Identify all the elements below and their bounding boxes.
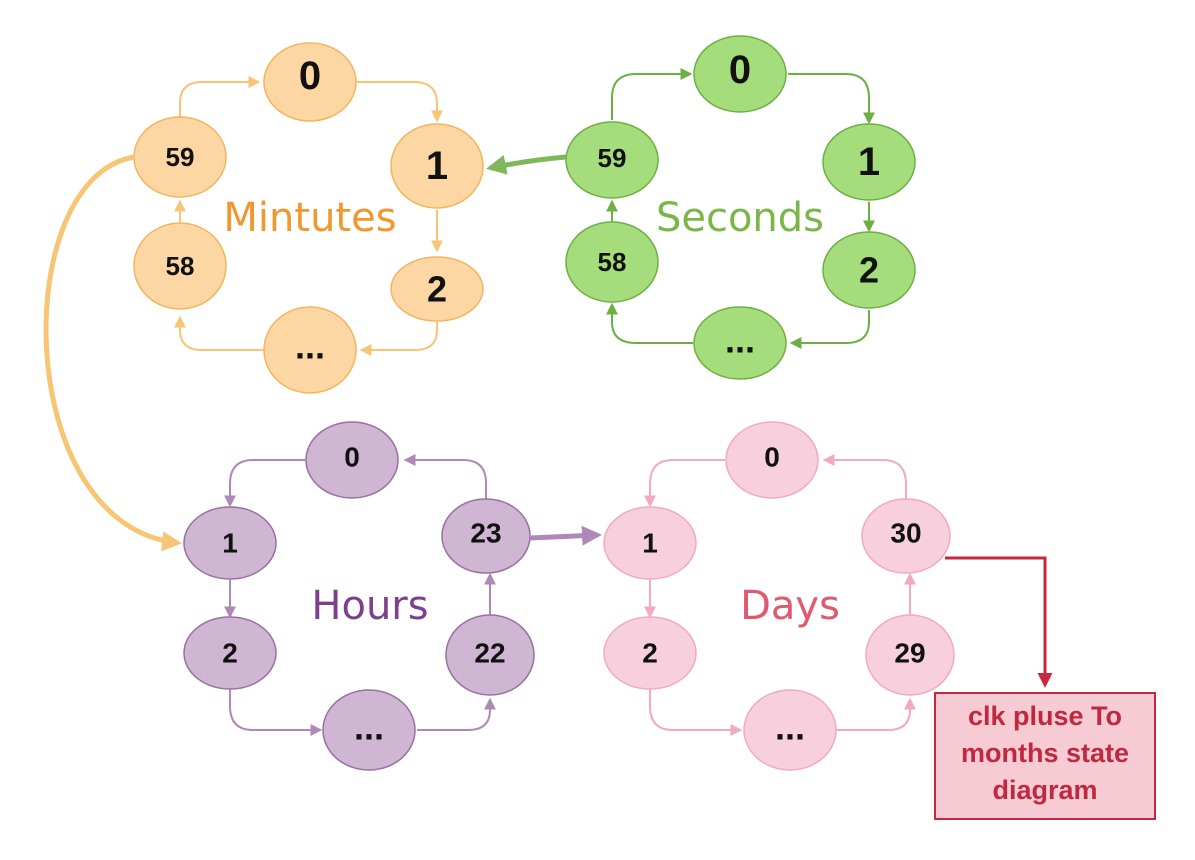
minutes-edge-0-1: [357, 81, 443, 123]
hours-edge-0-1: [224, 459, 305, 508]
hours-edge-23-0: [403, 454, 487, 499]
svg-text:...: ...: [354, 707, 384, 748]
svg-text:0: 0: [764, 442, 780, 473]
minutes-state-59: 59: [133, 116, 227, 198]
hours-state-0: 0: [305, 421, 399, 499]
svg-text:0: 0: [344, 442, 360, 473]
note-line-3: diagram: [992, 775, 1097, 805]
days-edge-2-dots: [649, 688, 743, 736]
svg-text:1: 1: [858, 140, 880, 184]
svg-text:1: 1: [222, 528, 238, 559]
hours-title: Hours: [311, 583, 428, 629]
days-edge-30-0: [822, 454, 907, 500]
minutes-title: Mintutes: [223, 195, 396, 241]
svg-text:1: 1: [642, 528, 658, 559]
days-title: Days: [740, 583, 840, 629]
months-note-box: clk pluse To months state diagram: [934, 692, 1156, 820]
hours-state-23: 23: [441, 498, 531, 574]
seconds-to-minutes-arrow: [486, 154, 567, 175]
seconds-edge-0-1: [788, 73, 875, 125]
svg-text:22: 22: [474, 638, 505, 669]
svg-text:2: 2: [222, 638, 238, 669]
svg-text:2: 2: [859, 250, 879, 291]
svg-text:2: 2: [642, 638, 658, 669]
minutes-state-2: 2: [390, 256, 484, 322]
svg-text:23: 23: [470, 518, 501, 549]
minutes-state-1: 1: [390, 123, 484, 209]
seconds-state-59: 59: [565, 121, 659, 199]
svg-text:0: 0: [729, 48, 751, 92]
seconds-group: 0 1 2 ... 58 59 Seconds: [565, 35, 916, 380]
days-edge-dots-29: [836, 697, 916, 731]
minutes-edge-2-dots: [359, 322, 438, 356]
seconds-edge-2-dots: [789, 310, 870, 349]
seconds-state-58: 58: [565, 221, 659, 303]
cross-transitions: [43, 154, 1053, 688]
days-state-0: 0: [725, 421, 819, 499]
note-line-1: clk pluse To: [968, 701, 1122, 731]
seconds-state-0: 0: [693, 35, 787, 113]
hours-group: 0 1 2 ... 22 23 Hours: [183, 421, 535, 771]
svg-text:58: 58: [166, 251, 195, 281]
seconds-edges: [606, 68, 875, 349]
svg-text:58: 58: [598, 247, 627, 277]
svg-text:0: 0: [299, 54, 321, 98]
minutes-edge-dots-58: [174, 315, 264, 351]
note-line-2: months state: [961, 738, 1129, 768]
days-state-2: 2: [603, 616, 697, 690]
hours-state-dots: ...: [322, 689, 416, 771]
svg-text:...: ...: [295, 326, 325, 367]
days-state-dots: ...: [743, 689, 837, 771]
minutes-to-hours-arrow: [43, 154, 182, 552]
hours-state-1: 1: [183, 506, 277, 580]
days-group: 0 1 2 ... 29 30 Days: [603, 421, 955, 771]
hours-state-2: 2: [183, 616, 277, 690]
hours-edge-2-dots: [229, 688, 323, 736]
seconds-edge-59-0: [611, 68, 693, 120]
svg-text:59: 59: [598, 143, 627, 173]
minutes-edge-59-0: [179, 76, 261, 125]
svg-text:30: 30: [890, 518, 921, 549]
days-state-29: 29: [865, 614, 955, 696]
svg-text:...: ...: [775, 707, 805, 748]
days-state-1: 1: [603, 506, 697, 580]
seconds-state-2: 2: [822, 231, 916, 309]
svg-text:2: 2: [427, 269, 447, 310]
svg-text:29: 29: [894, 638, 925, 669]
days-to-months-arrow: [945, 556, 1053, 688]
hours-state-22: 22: [445, 614, 535, 696]
days-state-30: 30: [861, 498, 951, 574]
seconds-state-dots: ...: [693, 306, 787, 380]
minutes-state-0: 0: [263, 42, 357, 122]
svg-text:...: ...: [725, 320, 755, 361]
minutes-state-dots: ...: [263, 306, 357, 394]
seconds-state-1: 1: [822, 123, 916, 201]
svg-text:1: 1: [426, 144, 448, 188]
seconds-title: Seconds: [656, 195, 824, 241]
minutes-group: 0 1 2 ... 58 59 Mintutes: [133, 42, 484, 394]
days-edges: [644, 454, 916, 736]
minutes-edges: [174, 76, 443, 356]
minutes-state-58: 58: [133, 222, 227, 310]
svg-text:59: 59: [166, 142, 195, 172]
seconds-edge-dots-58: [606, 302, 693, 344]
hours-to-days-arrow: [529, 525, 602, 546]
days-edge-0-1: [644, 459, 725, 508]
hours-edge-dots-22: [417, 697, 496, 731]
hours-edges: [224, 454, 496, 736]
